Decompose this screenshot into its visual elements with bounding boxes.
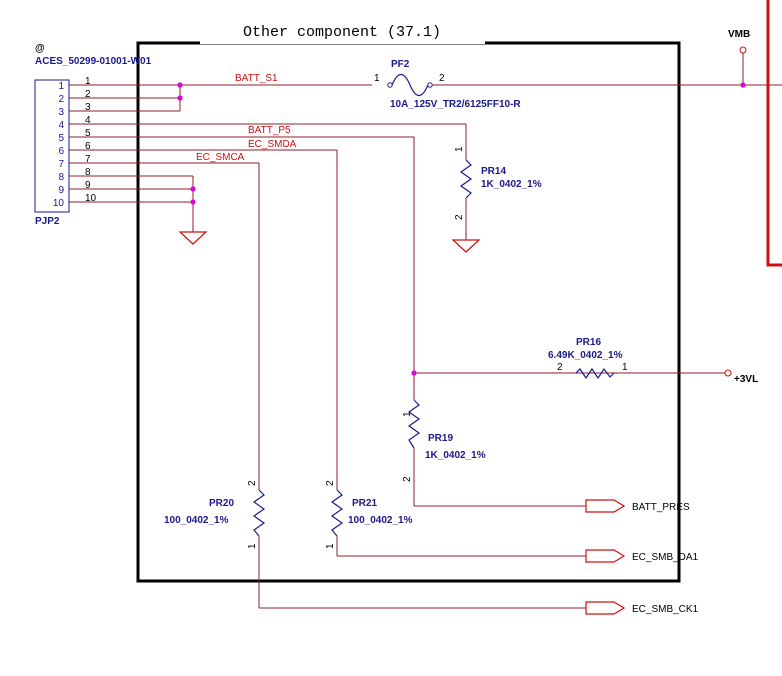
connector-pin-wire-number: 5 <box>85 128 91 139</box>
fuse-terminal-1 <box>387 82 393 88</box>
port-batt-pres <box>585 499 626 513</box>
connector-pin-wire-number: 10 <box>85 193 97 204</box>
pr20-pin1: 1 <box>247 543 258 549</box>
fuse-value: 10A_125V_TR2/6125FF10-R <box>390 99 521 110</box>
net-label-ec-smca: EC_SMCA <box>196 152 245 163</box>
net-label-batt-p5: BATT_P5 <box>248 125 291 136</box>
pr20-resistor <box>252 489 266 537</box>
pr16-value: 6.49K_0402_1% <box>548 350 623 361</box>
fuse-pin1: 1 <box>374 73 380 84</box>
connector-pin-wire-number: 9 <box>85 180 91 191</box>
port-ec-smb-ck1-label: EC_SMB_CK1 <box>632 604 699 615</box>
pr19-pin1: 1 <box>402 411 413 417</box>
offpage-red-box <box>766 0 782 267</box>
pr20-pin2: 2 <box>247 480 258 486</box>
pr19-ref: PR19 <box>428 433 453 444</box>
pr14-ref: PR14 <box>481 166 506 177</box>
connector-pin-number: 1 <box>58 81 64 92</box>
junction-dot <box>190 186 196 192</box>
pr16-pin1: 1 <box>622 362 628 373</box>
connector-pin-number: 3 <box>58 107 64 118</box>
connector-ref: PJP2 <box>35 216 60 227</box>
ground-symbol-left <box>178 231 208 245</box>
p3vl-terminal <box>724 369 732 377</box>
junctions <box>177 82 746 376</box>
fuse-symbol <box>391 73 429 97</box>
connector-pin-wire-number: 3 <box>85 102 91 113</box>
pr19-value: 1K_0402_1% <box>425 450 486 461</box>
connector-pin-number: 9 <box>58 185 64 196</box>
pr21-resistor <box>330 489 344 537</box>
pr14-pin2: 2 <box>454 214 465 220</box>
port-batt-pres-label: BATT_PRES <box>632 502 690 513</box>
vmb-terminal <box>739 46 747 54</box>
pr14-value: 1K_0402_1% <box>481 179 542 190</box>
port-ec-smb-da1-label: EC_SMB_DA1 <box>632 552 699 563</box>
fuse-terminal-2 <box>427 82 433 88</box>
port-ec-smb-da1 <box>585 549 626 563</box>
frame-title: Other component (37.1) <box>243 24 441 41</box>
connector-pins: 1 1 2 2 3 3 4 4 5 5 6 6 7 7 8 8 9 9 10 10 <box>53 76 97 209</box>
pr21-ref: PR21 <box>352 498 377 509</box>
connector-pin-number: 6 <box>58 146 64 157</box>
fuse-pin2: 2 <box>439 73 445 84</box>
connector-part: ACES_50299-01001-W01 <box>35 56 152 67</box>
junction-dot <box>740 82 746 88</box>
connector-pin-wire-number: 1 <box>85 76 91 87</box>
pr20-value: 100_0402_1% <box>164 515 229 526</box>
pr19-resistor <box>407 399 421 449</box>
connector-pin-wire-number: 2 <box>85 89 91 100</box>
connector-pin-number: 4 <box>58 120 64 131</box>
connector-pin-wire-number: 6 <box>85 141 91 152</box>
pr21-value: 100_0402_1% <box>348 515 413 526</box>
connector-pin-number: 10 <box>53 198 65 209</box>
connector-pin-wire-number: 8 <box>85 167 91 178</box>
frame-title-bg <box>200 22 485 44</box>
junction-dot <box>177 82 183 88</box>
junction-dot <box>411 370 417 376</box>
connector-marker: @ <box>35 43 45 54</box>
pr16-ref: PR16 <box>576 337 601 348</box>
connector-pin-wire-number: 7 <box>85 154 91 165</box>
pr14-resistor <box>459 159 473 199</box>
ground-symbol-pr14 <box>451 239 481 253</box>
pr16-resistor <box>575 367 615 380</box>
connector-pin-number: 5 <box>58 133 64 144</box>
connector-body <box>34 79 70 213</box>
junction-dot <box>177 95 183 101</box>
pr20-ref: PR20 <box>209 498 234 509</box>
port-ec-smb-ck1 <box>585 601 626 615</box>
connector-wires <box>69 84 466 232</box>
pr14-pin1: 1 <box>454 146 465 152</box>
vmb-label: VMB <box>728 29 750 40</box>
connector-pin-number: 7 <box>58 159 64 170</box>
junction-dot <box>190 199 196 205</box>
fuse-ref: PF2 <box>391 59 410 70</box>
pr16-pin2: 2 <box>557 362 563 373</box>
net-label-ec-smda: EC_SMDA <box>248 139 297 150</box>
connector-pin-number: 8 <box>58 172 64 183</box>
pr21-pin1: 1 <box>325 543 336 549</box>
connector-pin-number: 2 <box>58 94 64 105</box>
pr21-pin2: 2 <box>325 480 336 486</box>
pr19-pin2: 2 <box>402 476 413 482</box>
net-label-batt-s1: BATT_S1 <box>235 73 278 84</box>
p3vl-label: +3VL <box>734 374 758 385</box>
connector-pin-wire-number: 4 <box>85 115 91 126</box>
